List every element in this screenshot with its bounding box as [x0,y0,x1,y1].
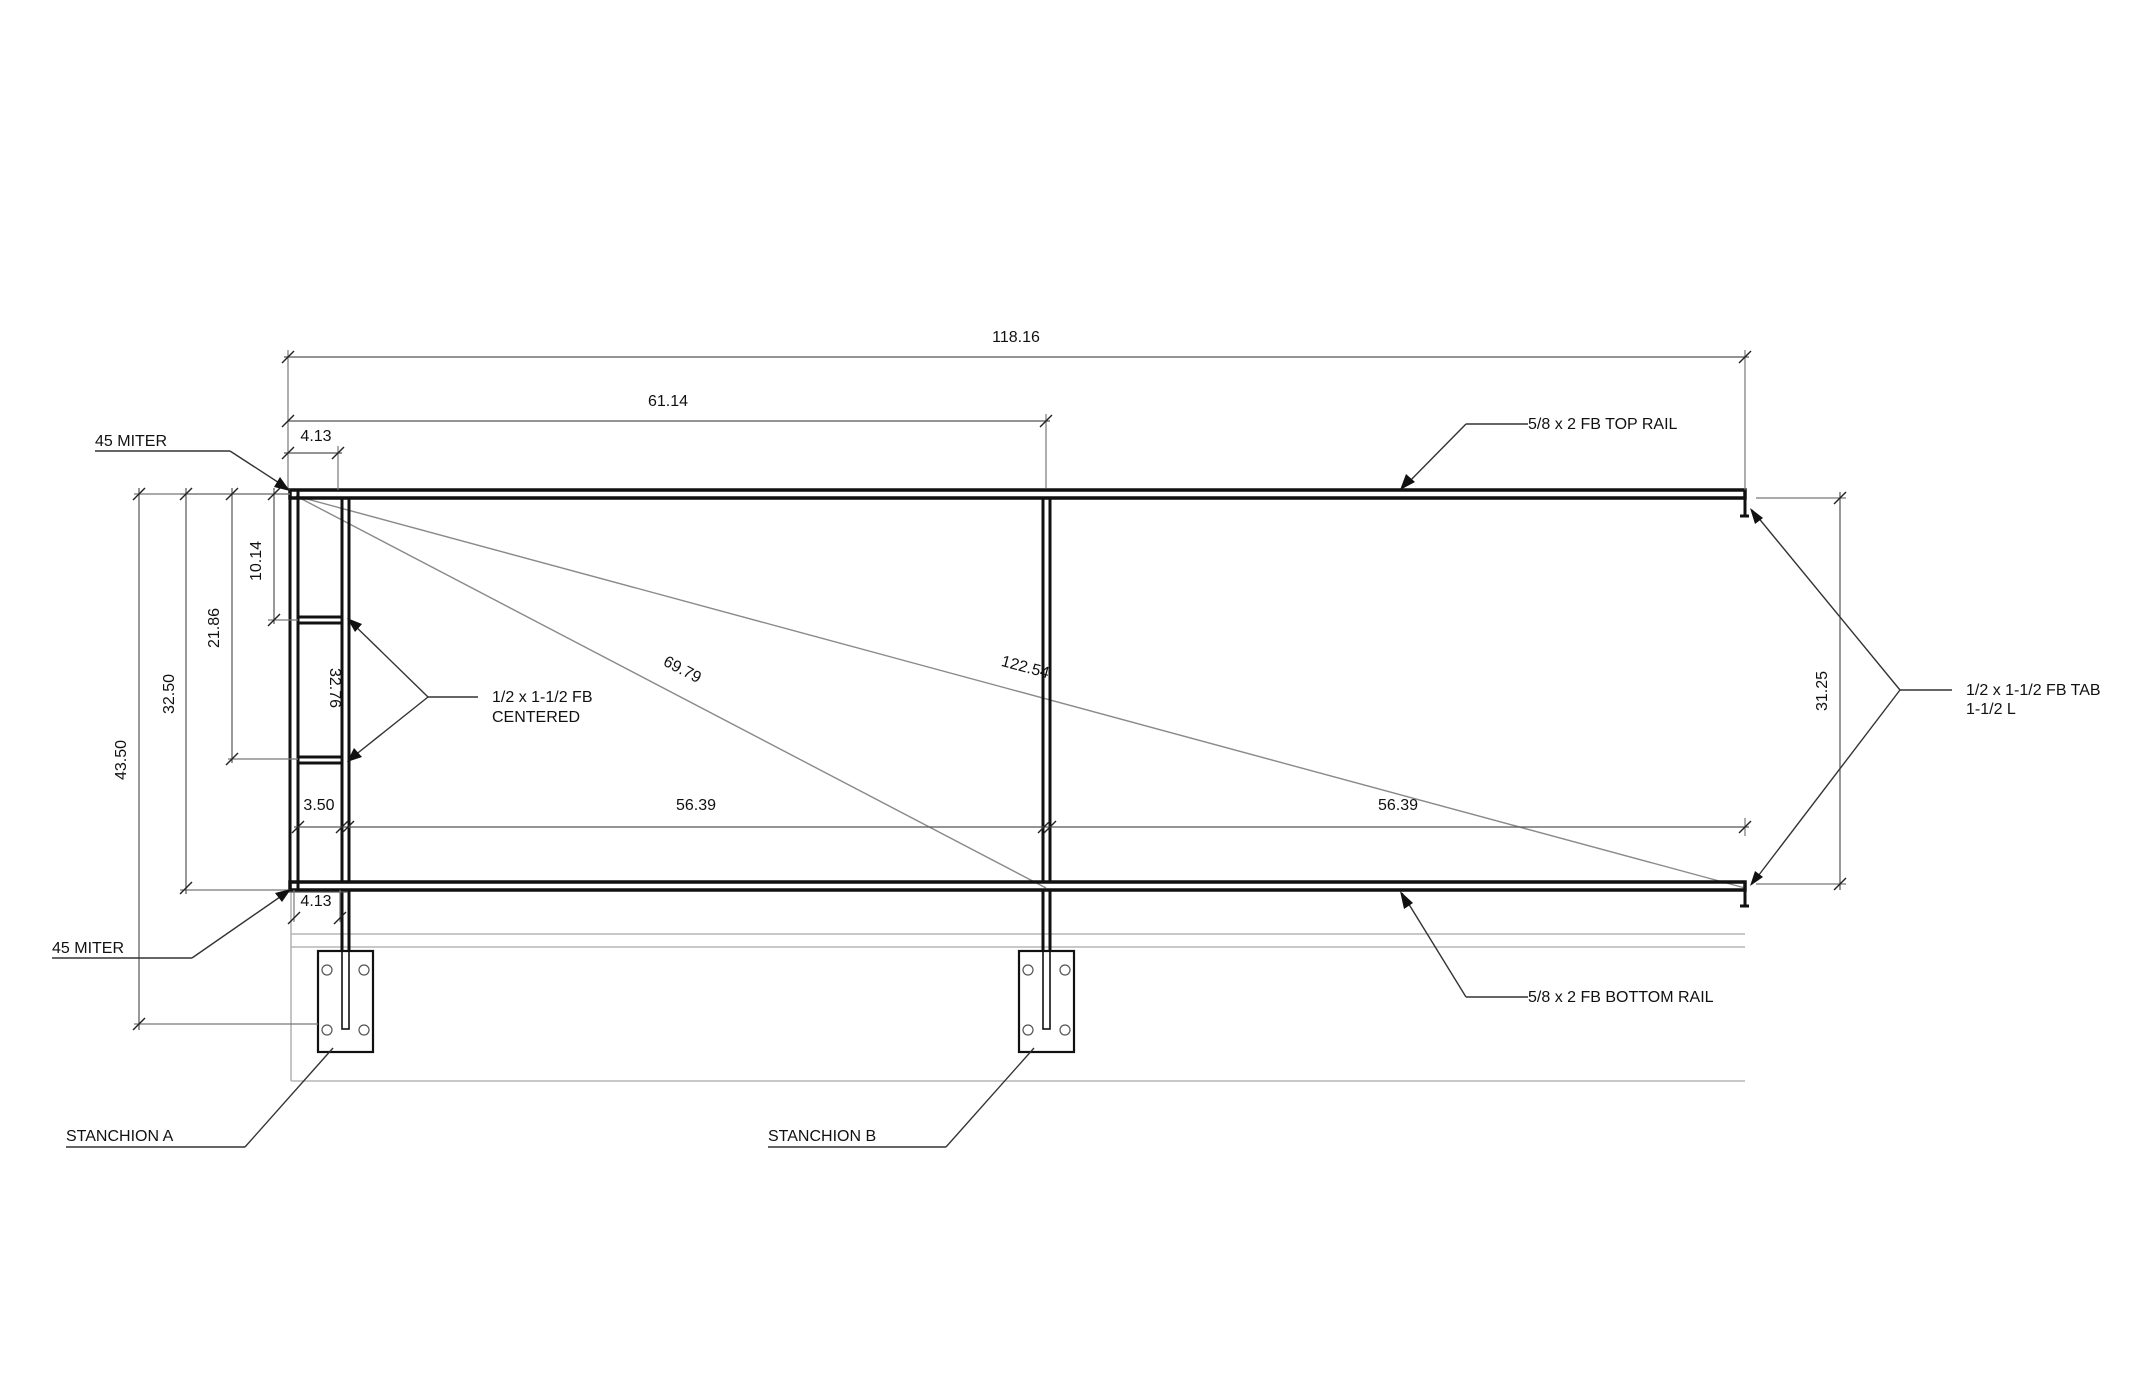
stanchion-a [316,890,375,1054]
dimension-to-stanchion-b: 61.14 [281,393,1053,488]
callout-top-rail: 5/8 x 2 FB TOP RAIL [1400,416,1678,490]
diagonal-lines [295,495,1746,889]
infill-bar-lower [296,755,344,765]
dim-31-25: 31.25 [1814,671,1831,711]
inner-post [340,496,351,884]
callout-stanchion-a: STANCHION A [66,1047,334,1148]
dim-4-13-top: 4.13 [300,428,331,445]
dimension-end-offset-bottom: 4.13 [287,890,348,925]
label-stanchion-b: STANCHION B [768,1128,876,1145]
infill-bar-upper [296,615,344,625]
dim-69-79: 69.79 [660,653,703,687]
callout-tab: 1/2 x 1-1/2 FB TAB 1-1/2 L [1750,508,2101,886]
dim-4-13-bottom: 4.13 [300,893,331,910]
dimension-overall-length: 118.16 [281,329,1752,490]
callout-miter-top: 45 MITER [95,433,291,491]
dimension-end-post-length: 32.76 [326,668,343,708]
stanchion-b [1017,890,1076,1054]
label-bottom-rail: 5/8 x 2 FB BOTTOM RAIL [1528,989,1714,1006]
dim-21-86: 21.86 [206,608,223,648]
callout-bottom-rail: 5/8 x 2 FB BOTTOM RAIL [1400,891,1714,1006]
label-infill-line2: CENTERED [492,709,580,726]
dim-32-76: 32.76 [326,668,343,708]
dim-10-14: 10.14 [248,541,265,581]
top-rail [288,488,1747,500]
bottom-rail [288,880,1747,892]
middle-post [1041,496,1052,884]
label-top-rail: 5/8 x 2 FB TOP RAIL [1528,416,1678,433]
label-infill-line1: 1/2 x 1-1/2 FB [492,689,593,706]
dim-61-14: 61.14 [648,393,688,410]
dim-32-50: 32.50 [161,674,178,714]
label-stanchion-a: STANCHION A [66,1128,174,1145]
callout-miter-bottom: 45 MITER [52,889,291,959]
dim-118-16: 118.16 [992,329,1040,346]
dim-56-39-right: 56.39 [1378,797,1418,814]
label-tab-line1: 1/2 x 1-1/2 FB TAB [1966,682,2101,699]
dimension-rail-height: 32.50 [161,487,290,895]
dimension-first-bar: 10.14 [248,487,298,627]
dimension-end-offset-top: 4.13 [281,428,345,490]
callout-infill-bars: 1/2 x 1-1/2 FB CENTERED [347,618,593,762]
end-post [288,488,300,892]
floor-lines [290,880,1745,1082]
dimension-tab-span: 31.25 [1756,491,1847,891]
callout-stanchion-b: STANCHION B [768,1047,1035,1148]
dimension-bays: 3.50 56.39 56.39 [291,797,1752,836]
label-45-miter-bottom: 45 MITER [52,940,124,957]
dim-3-50: 3.50 [303,797,334,814]
label-tab-line2: 1-1/2 L [1966,701,2016,718]
dim-56-39-left: 56.39 [676,797,716,814]
dimension-second-bar: 21.86 [206,487,298,766]
dim-43-50: 43.50 [113,740,130,780]
label-45-miter-top: 45 MITER [95,433,167,450]
